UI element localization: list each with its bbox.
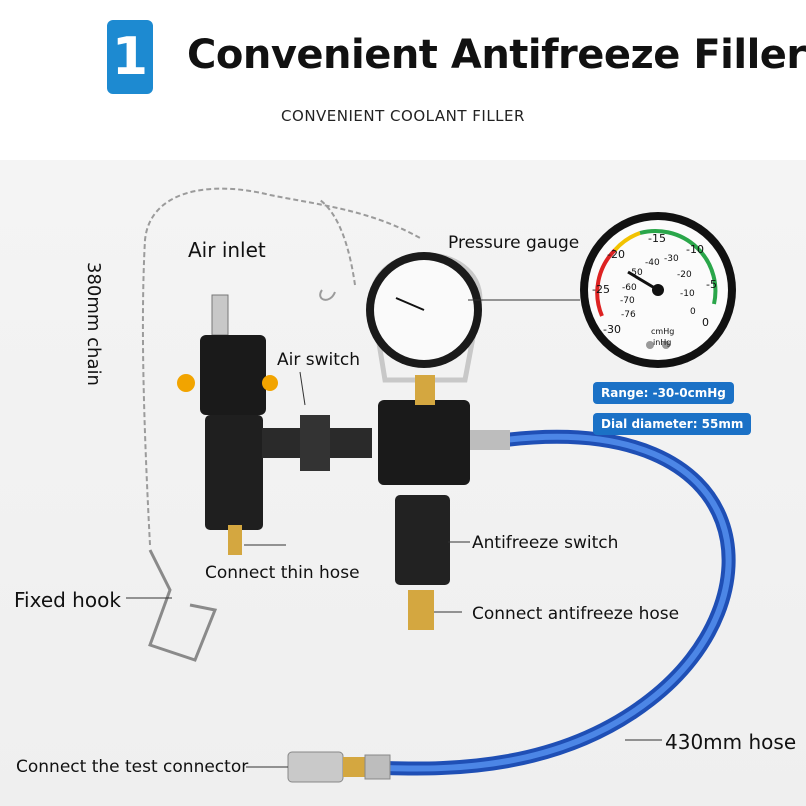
gauge-tick-outer-5: -10 bbox=[686, 243, 704, 256]
gauge-tick-outer-2: -25 bbox=[592, 283, 610, 296]
label-connect-thin-hose: Connect thin hose bbox=[205, 563, 360, 583]
spec-range-badge: Range: -30-0cmHg bbox=[593, 382, 734, 404]
gauge-tick-outer-4: -15 bbox=[648, 232, 666, 245]
gauge-tick-inner-6: -30 bbox=[664, 254, 679, 264]
gauge-tick-inner-9: 0 bbox=[690, 307, 696, 317]
gauge-tick-outer-3: -20 bbox=[607, 248, 625, 261]
leader-lines bbox=[126, 299, 662, 768]
air-valve-body bbox=[177, 294, 372, 555]
gauge-tick-outer-7: 0 bbox=[702, 316, 709, 329]
spec-dial-diameter-badge: Dial diameter: 55mm bbox=[593, 413, 752, 435]
gauge-tick-outer-6: -5 bbox=[706, 278, 717, 291]
step-badge: 1 bbox=[107, 20, 153, 94]
label-air-switch: Air switch bbox=[277, 350, 361, 370]
label-test-connector: Connect the test connector bbox=[16, 757, 249, 777]
gauge-tick-inner-5: -40 bbox=[645, 258, 660, 268]
page-title: Convenient Antifreeze Filler bbox=[187, 32, 806, 78]
label-chain: 380mm chain bbox=[83, 262, 104, 386]
label-connect-antifreeze-hose: Connect antifreeze hose bbox=[472, 604, 680, 624]
page-subtitle: CONVENIENT COOLANT FILLER bbox=[281, 107, 525, 125]
label-antifreeze-switch: Antifreeze switch bbox=[472, 533, 619, 553]
test-connector-graphic bbox=[287, 751, 391, 783]
label-hose-length: 430mm hose bbox=[665, 730, 797, 754]
gauge-unit-bottom: inHg bbox=[653, 338, 672, 347]
gauge-tick-inner-2: -70 bbox=[620, 296, 635, 306]
gauge-tick-inner-1: -76 bbox=[621, 310, 636, 320]
hose-graphic bbox=[384, 429, 736, 776]
label-air-inlet: Air inlet bbox=[188, 238, 266, 262]
small-gauge bbox=[366, 252, 482, 368]
gauge-tick-inner-8: -10 bbox=[680, 289, 695, 299]
gauge-tick-inner-7: -20 bbox=[677, 270, 692, 280]
fixed-hook-graphic bbox=[148, 549, 218, 662]
pressure-gauge-dial bbox=[580, 212, 736, 368]
label-fixed-hook: Fixed hook bbox=[14, 588, 121, 612]
label-pressure-gauge: Pressure gauge bbox=[448, 233, 580, 253]
gauge-unit-top: cmHg bbox=[651, 327, 675, 336]
header: 1 Convenient Antifreeze Filler CONVENIEN… bbox=[0, 0, 806, 160]
chain-graphic bbox=[141, 187, 421, 546]
gauge-tick-outer-1: -30 bbox=[603, 323, 621, 336]
gauge-tick-inner-3: -60 bbox=[622, 283, 637, 293]
gauge-tick-inner-4: -50 bbox=[628, 268, 643, 278]
